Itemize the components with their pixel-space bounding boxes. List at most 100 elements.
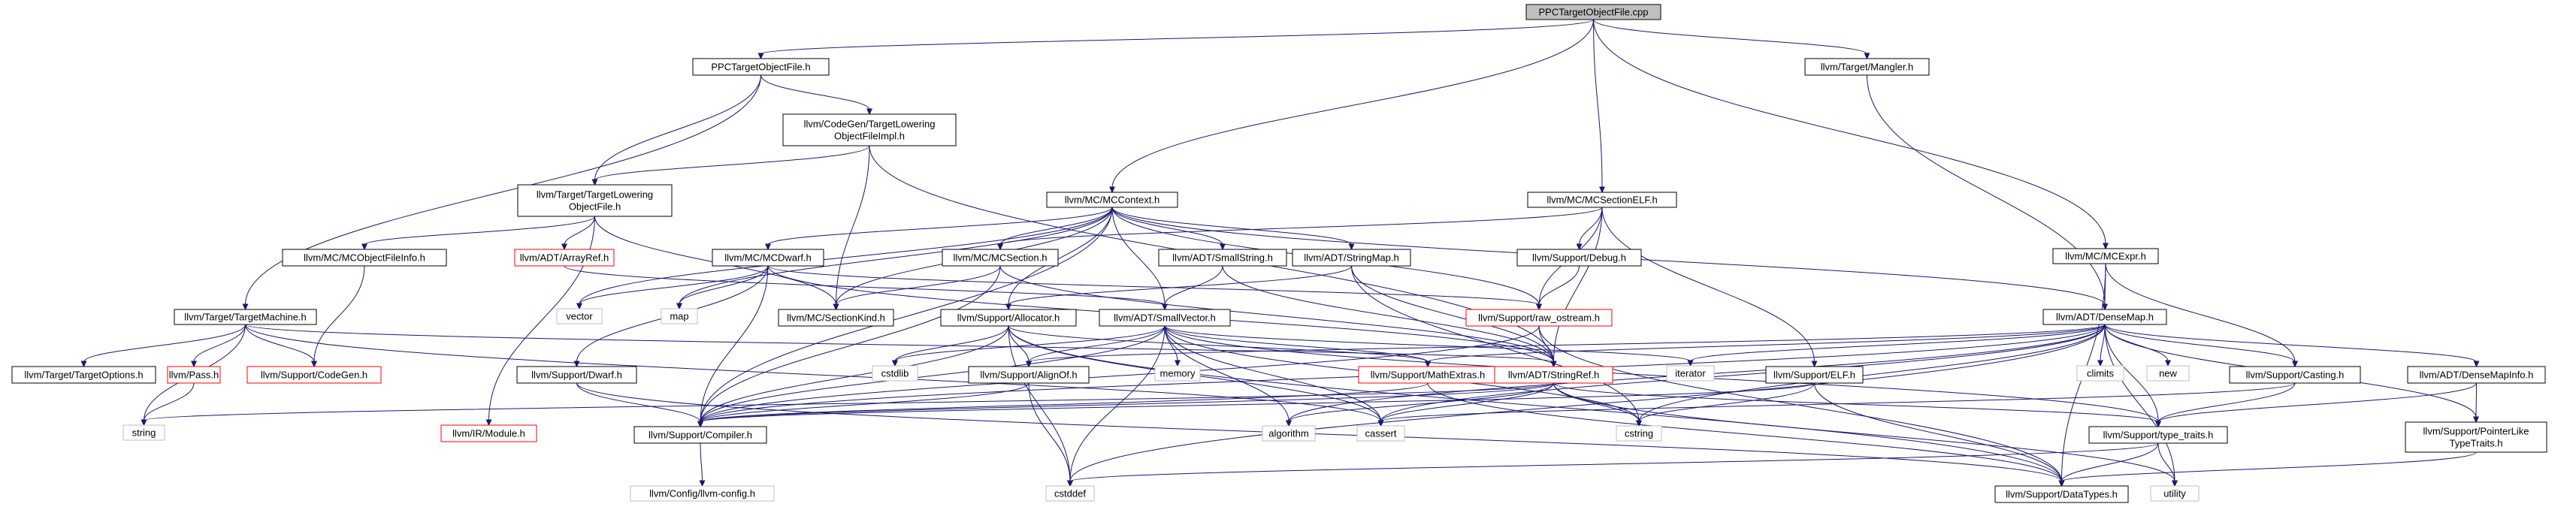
edge-line [2157,442,2175,482]
edge-supelf-to-cstring [1636,382,1815,427]
edge-densemapinfo-to-typetraits [2155,382,2477,428]
node-smallstring[interactable]: llvm/ADT/SmallString.h [1158,249,1287,267]
node-label: llvm/Support/Debug.h [1532,252,1626,264]
node-label: llvm/Target/TargetMachine.h [184,312,307,323]
edge-line [1351,265,1554,363]
node-climits: climits [2076,365,2124,382]
edge-alignof-to-cstddef [1028,382,1073,487]
edge-line [2061,442,2159,482]
edge-arrowhead [833,303,839,311]
node-cstddef: cstddef [1045,485,1095,502]
node-algorithm: algorithm [1262,425,1316,442]
edge-line [144,382,1554,421]
node-box [942,249,1059,267]
node-typetraits[interactable]: llvm/Support/type_traits.h [2088,426,2228,444]
node-box [1804,58,1930,76]
node-smallvector[interactable]: llvm/ADT/SmallVector.h [1099,309,1231,327]
node-ppcobj_h[interactable]: PPCTargetObjectFile.h [692,58,830,76]
edge-arrowhead [1536,303,1542,311]
edge-mcsection-to-mcsectionkind [833,265,1001,311]
edge-line [1111,207,1166,306]
node-densemap[interactable]: llvm/ADT/DenseMap.h [2042,309,2167,325]
edge-line [836,145,870,306]
node-mcsection[interactable]: llvm/MC/MCSection.h [942,249,1059,267]
edge-line [1288,382,1554,422]
node-compiler[interactable]: llvm/Support/Compiler.h [633,426,767,444]
edge-line [245,324,1554,363]
edge-densemap-to-utility [2104,324,2178,487]
node-root[interactable]: PPCTargetObjectFile.cpp [1525,4,1661,20]
edge-arrowhead [573,361,580,368]
edge-line [700,442,703,482]
node-label: llvm/Support/Allocator.h [957,312,1060,324]
node-allocator[interactable]: llvm/Support/Allocator.h [940,309,1077,327]
edge-line [679,265,769,305]
edge-arrowhead [1636,420,1642,427]
edge-arrowhead [1599,186,1605,194]
node-stringmap[interactable]: llvm/ADT/StringMap.h [1292,249,1411,267]
edge-mcsectionelf-to-mcsection [997,207,1603,251]
node-mcsectionkind[interactable]: llvm/MC/SectionKind.h [778,309,894,327]
edge-line [894,325,1009,362]
edge-arrowhead [80,361,87,368]
node-label: llvm/ADT/ArrayRef.h [520,252,609,264]
node-mcobjfileinfo[interactable]: llvm/MC/MCObjectFileInfo.h [282,249,447,267]
node-codegen[interactable]: llvm/Support/CodeGen.h [246,366,382,384]
node-targetmachine[interactable]: llvm/Target/TargetMachine.h [174,309,317,325]
node-casting[interactable]: llvm/Support/Casting.h [2229,366,2361,384]
node-targetoptions[interactable]: llvm/Target/TargetOptions.h [11,366,156,384]
node-label: llvm/MC/SectionKind.h [787,312,885,324]
edge-root-to-mccontext [1109,19,1594,194]
edge-pointerlike-to-datatypes [2058,451,2477,487]
node-box [633,426,767,444]
edge-line [313,265,365,363]
node-stringref[interactable]: llvm/ADT/StringRef.h [1494,366,1613,384]
node-mcdwarf[interactable]: llvm/MC/MCDwarf.h [712,249,824,267]
edge-debug-to-rawostream [1536,265,1580,311]
edge-line [1008,325,1029,363]
edge-line [1164,325,1290,422]
edge-line [1069,324,2106,482]
node-arrayref[interactable]: llvm/ADT/ArrayRef.h [514,249,615,267]
node-mangler[interactable]: llvm/Target/Mangler.h [1804,58,1930,76]
node-string: string [122,424,165,441]
node-box [2146,365,2190,382]
edge-line [700,382,1554,423]
edge-line [2475,382,2477,418]
node-box [2405,421,2547,453]
node-irmodule[interactable]: llvm/IR/Module.h [440,424,537,442]
node-box [2150,485,2200,502]
edge-line [894,325,1166,362]
node-alignof[interactable]: llvm/Support/AlignOf.h [968,366,1090,384]
node-pass[interactable]: llvm/Pass.h [167,366,221,384]
node-mcexpr[interactable]: llvm/MC/MCExpr.h [2052,248,2159,264]
edge-line [700,382,1815,423]
node-rawostream[interactable]: llvm/Support/raw_ostream.h [1465,309,1613,327]
node-label: llvm/Support/type_traits.h [2103,430,2214,441]
edge-arrowhead [1220,243,1226,251]
edge-tlofimpl-to-mcsectionkind [833,145,870,311]
node-datatypes[interactable]: llvm/Support/DataTypes.h [1994,485,2129,503]
edge-line [2157,382,2477,423]
node-cassert: cassert [1356,425,1405,442]
node-debug[interactable]: llvm/Support/Debug.h [1516,249,1642,267]
edge-arrowhead [2155,421,2161,428]
node-mccontext[interactable]: llvm/MC/MCContext.h [1046,192,1178,208]
edge-arrowhead [1864,53,1870,60]
node-box [1099,309,1231,327]
node-label: llvm/Support/Casting.h [2246,370,2345,381]
node-tlofimpl[interactable]: llvm/CodeGen/TargetLoweringObjectFileImp… [782,113,957,146]
node-densemapinfo[interactable]: llvm/ADT/DenseMapInfo.h [2407,366,2546,384]
node-mcsectionelf[interactable]: llvm/MC/MCSectionELF.h [1527,192,1677,208]
node-label: llvm/Support/AlignOf.h [980,370,1077,381]
node-mathextras[interactable]: llvm/Support/MathExtras.h [1358,366,1498,384]
edge-arrowhead [1005,303,1011,311]
edge-line [836,265,1001,306]
node-supdwarf[interactable]: llvm/Support/Dwarf.h [516,366,637,384]
node-utility: utility [2150,485,2200,502]
node-supelf[interactable]: llvm/Support/ELF.h [1765,366,1864,384]
edge-densemap-to-alignof [1026,324,2106,368]
